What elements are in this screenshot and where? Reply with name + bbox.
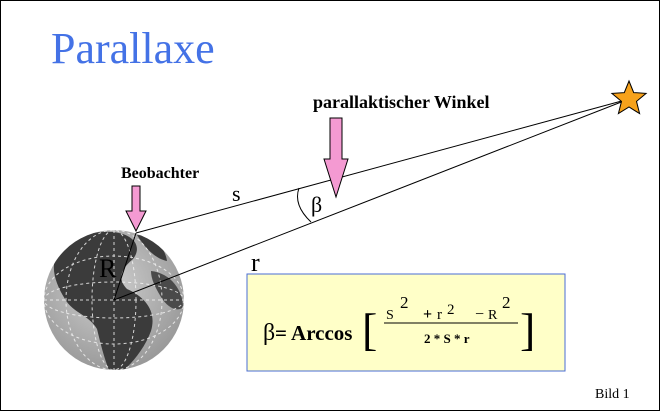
observer-label: Beobachter	[121, 165, 199, 182]
formula-box: β = Arccos [ S 2 + r 2 − R 2 2 * S * r ]	[246, 273, 566, 372]
distance-r-label: r	[251, 248, 260, 277]
angle-arc	[297, 187, 312, 223]
formula-s-exponent: 2	[400, 293, 409, 312]
figure-caption: Bild 1	[595, 387, 630, 402]
line-r	[113, 98, 630, 301]
sight-lines	[113, 98, 630, 301]
formula-R: R	[488, 308, 498, 323]
beta-angle-label: β	[311, 192, 322, 217]
formula-r-exponent: 2	[447, 302, 455, 318]
star-icon	[610, 79, 648, 115]
formula-arccos: = Arccos	[275, 321, 352, 345]
earth-radius-label: R	[99, 254, 117, 283]
page-title: Parallaxe	[51, 24, 215, 73]
line-s	[135, 98, 630, 234]
formula-bracket-close: ]	[520, 304, 535, 355]
formula-s: S	[386, 308, 394, 323]
formula-beta: β	[263, 320, 275, 346]
earth-globe	[44, 230, 184, 370]
formula-r: r	[437, 307, 442, 323]
formula-plus: +	[423, 306, 432, 323]
line-R	[113, 232, 137, 301]
formula-denominator: 2 * S * r	[424, 331, 470, 346]
parallax-angle-label: parallaktischer Winkel	[313, 92, 490, 112]
parallax-arrow-icon	[323, 117, 349, 199]
formula-R-exponent: 2	[502, 293, 511, 312]
formula-bracket-open: [	[362, 304, 377, 355]
distance-s-label: s	[232, 181, 241, 206]
observer-arrow-icon	[125, 185, 147, 233]
formula-minus: −	[475, 306, 484, 323]
